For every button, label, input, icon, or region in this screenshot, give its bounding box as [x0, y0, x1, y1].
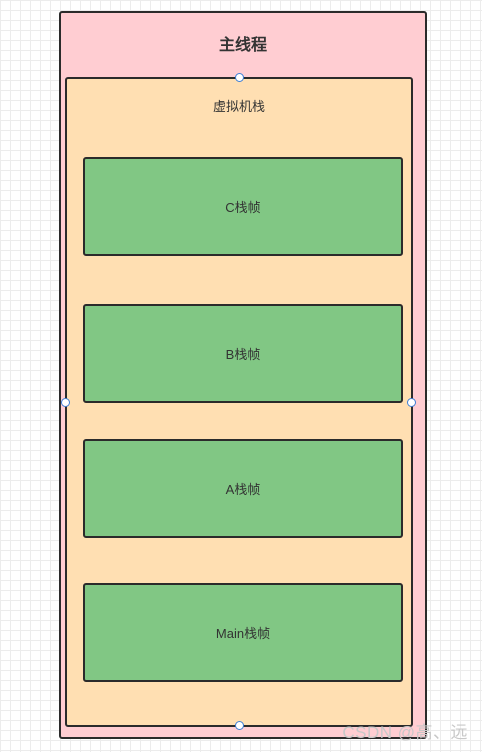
c-stack-frame-label: C栈帧 — [225, 200, 261, 215]
watermark-text: CSDN @高、远 — [342, 723, 468, 742]
a-stack-frame-label: A栈帧 — [225, 482, 261, 497]
a-stack-frame[interactable]: A栈帧 — [83, 439, 403, 538]
main-thread-label: 主线程 — [218, 37, 267, 54]
resize-handle-left[interactable] — [61, 398, 70, 407]
b-stack-frame[interactable]: B栈帧 — [83, 304, 403, 403]
main-stack-frame[interactable]: Main栈帧 — [83, 583, 403, 682]
resize-handle-top[interactable] — [235, 73, 244, 82]
vm-stack-label: 虚拟机栈 — [212, 99, 265, 114]
b-stack-frame-label: B栈帧 — [225, 347, 261, 362]
c-stack-frame[interactable]: C栈帧 — [83, 157, 403, 256]
main-stack-frame-label: Main栈帧 — [215, 626, 271, 641]
resize-handle-right[interactable] — [407, 398, 416, 407]
resize-handle-bottom[interactable] — [235, 721, 244, 730]
